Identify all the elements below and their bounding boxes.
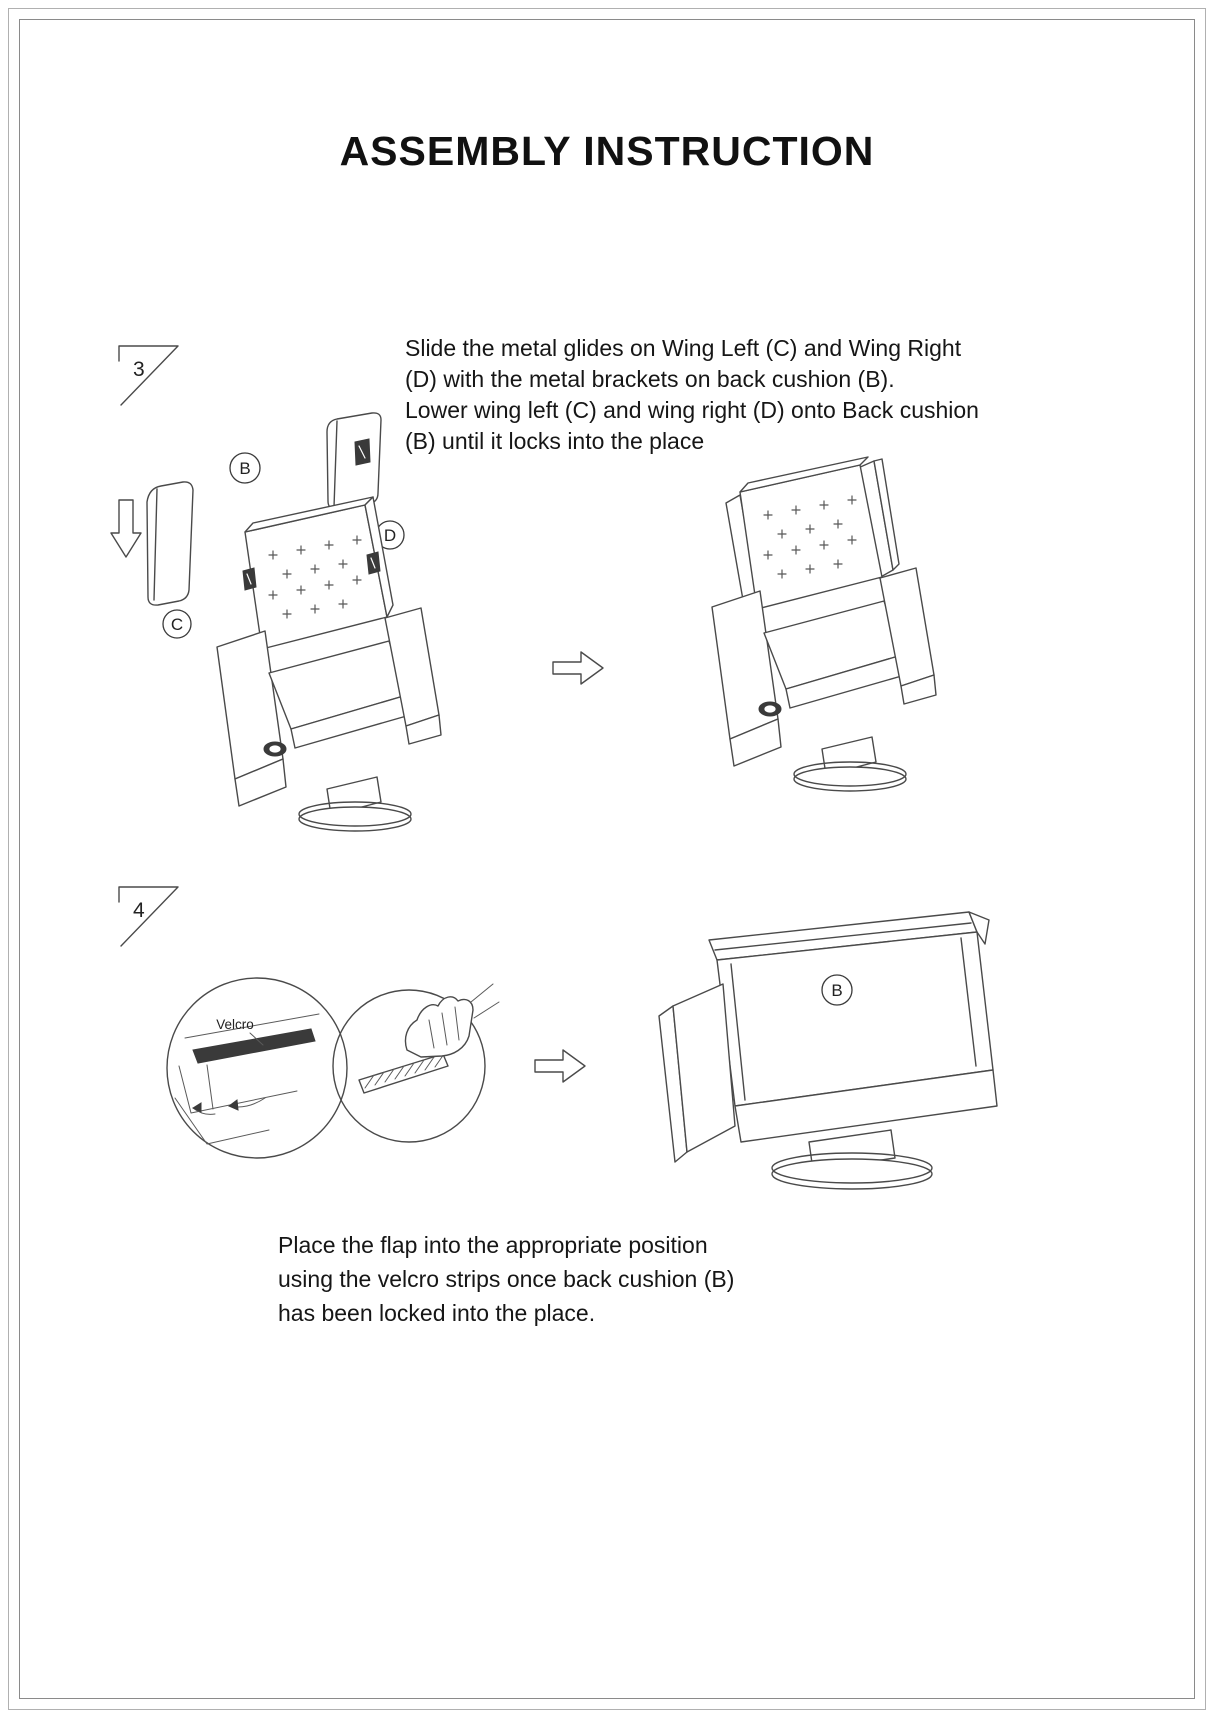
label-d: D (384, 526, 396, 545)
page-outer-border (8, 8, 1206, 1710)
page-title: ASSEMBLY INSTRUCTION (339, 128, 875, 174)
step-marker-triangle (118, 886, 179, 947)
hand-icon (404, 996, 474, 1058)
chair-rear-view-diagram: B (658, 911, 998, 1190)
down-arrow-icon (110, 499, 142, 558)
label-c: C (171, 615, 183, 634)
label-b: B (831, 981, 842, 1000)
wing-right-piece (326, 412, 382, 510)
step-3-marker: 3 (118, 345, 184, 409)
page-inner-border (19, 19, 1195, 1699)
step-4-figure: Velcro (57, 898, 1157, 1215)
chair-body-exploded (216, 496, 442, 832)
velcro-label: Velcro (216, 1017, 254, 1032)
step-3-instructions: Slide the metal glides on Wing Left (C) … (405, 333, 1065, 457)
instruction-line: (B) until it locks into the place (405, 428, 705, 454)
step-4-caption: Place the flap into the appropriate posi… (278, 1228, 918, 1330)
label-b-circle (821, 974, 853, 1006)
assembled-chair-diagram (711, 456, 937, 792)
caption-line: using the velcro strips once back cushio… (278, 1266, 735, 1292)
step-4-number: 4 (133, 899, 145, 922)
instruction-line: (D) with the metal brackets on back cush… (405, 366, 895, 392)
step-4-marker: 4 (118, 886, 184, 950)
velcro-strip (192, 1028, 316, 1064)
instruction-line: Lower wing left (C) and wing right (D) o… (405, 397, 979, 423)
step-3-number: 3 (133, 358, 145, 381)
caption-line: has been locked into the place. (278, 1300, 596, 1326)
step-3-figure: C D B (57, 400, 1157, 857)
instruction-line: Slide the metal glides on Wing Left (C) … (405, 335, 962, 361)
step-arrow-icon (552, 651, 604, 685)
label-b-circle (229, 452, 261, 484)
wing-left-piece (146, 481, 194, 606)
exploded-chair-diagram: C D B (110, 412, 442, 832)
velcro-strip-hatched (358, 1053, 449, 1094)
step-arrow-icon (534, 1049, 586, 1083)
label-c-circle (162, 609, 192, 639)
label-b: B (239, 459, 250, 478)
hand-detail-inset (332, 983, 500, 1143)
caption-line: Place the flap into the appropriate posi… (278, 1232, 708, 1258)
step-marker-triangle (118, 345, 179, 406)
velcro-detail-inset: Velcro (166, 977, 348, 1159)
